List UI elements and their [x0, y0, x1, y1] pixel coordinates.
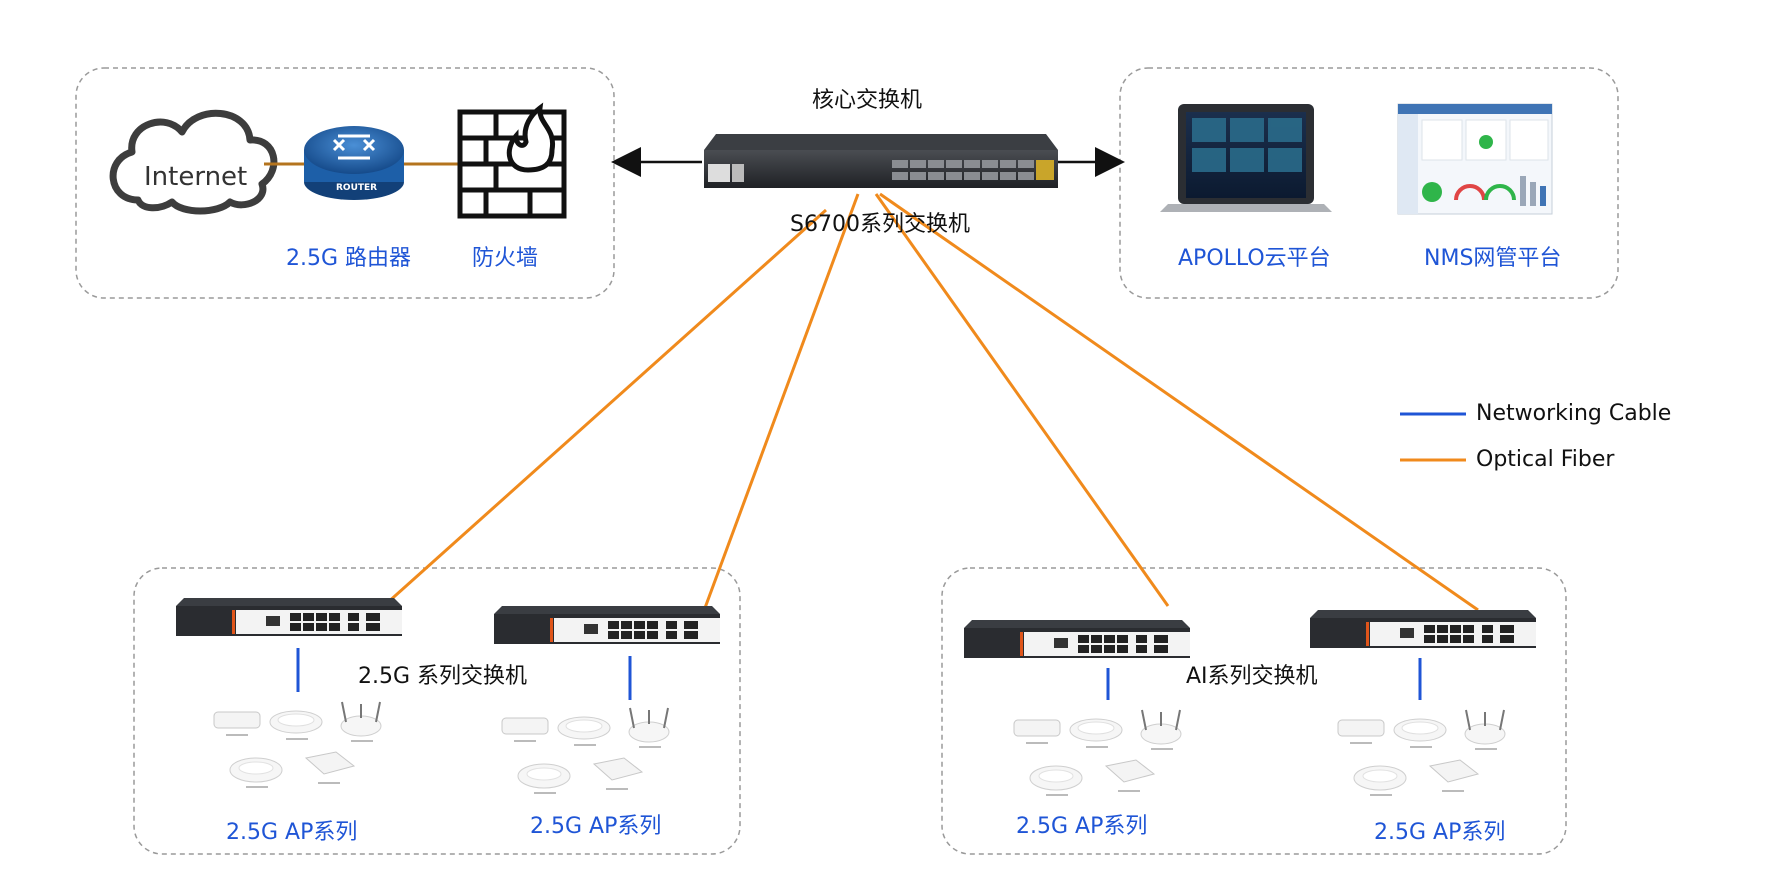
ap-set-4 [1337, 709, 1506, 797]
fiber-links [384, 192, 1479, 617]
internet-label: Internet [144, 162, 248, 192]
firewall-icon [457, 102, 567, 219]
right-access-group-box [941, 567, 1567, 855]
firewall-label: 防火墙 [472, 246, 539, 271]
core-switch-label: S6700系列交换机 [790, 212, 970, 237]
apollo-laptop-icon [1160, 104, 1332, 212]
ap-set-2 [501, 707, 670, 795]
left-switch-group-label: 2.5G 系列交换机 [358, 664, 528, 689]
ap-set-1 [213, 701, 382, 789]
access-switch-2 [494, 606, 720, 644]
ap-label-2: 2.5G AP系列 [530, 814, 662, 839]
ap-label-3: 2.5G AP系列 [1016, 814, 1148, 839]
ap-set-3 [1013, 709, 1182, 797]
access-switch-3 [964, 620, 1190, 658]
nms-label: NMS网管平台 [1424, 246, 1562, 271]
fiber-link-2 [700, 193, 860, 617]
networking-cables [296, 648, 1422, 700]
nms-dashboard-icon [1397, 103, 1553, 215]
fiber-link-3 [874, 193, 1170, 607]
core-title: 核心交换机 [812, 88, 923, 113]
left-access-group-box [133, 567, 741, 855]
router-icon [304, 126, 404, 200]
core-switch [704, 134, 1058, 188]
legend-optical-fiber: Optical Fiber [1476, 447, 1615, 472]
ap-label-4: 2.5G AP系列 [1374, 820, 1506, 845]
network-edge-group-box [75, 67, 615, 299]
apollo-label: APOLLO云平台 [1178, 246, 1331, 271]
router-label: 2.5G 路由器 [286, 246, 412, 271]
fiber-link-1 [384, 208, 828, 606]
cloud-icon [109, 109, 278, 215]
platform-group-box [1119, 67, 1619, 299]
fiber-link-4 [879, 192, 1479, 612]
ap-label-1: 2.5G AP系列 [226, 820, 358, 845]
legend-networking-cable: Networking Cable [1476, 401, 1672, 426]
access-switch-1 [176, 598, 402, 636]
right-switch-group-label: AI系列交换机 [1186, 664, 1318, 689]
access-switch-4 [1310, 610, 1536, 648]
router-badge: ROUTER [336, 183, 378, 193]
